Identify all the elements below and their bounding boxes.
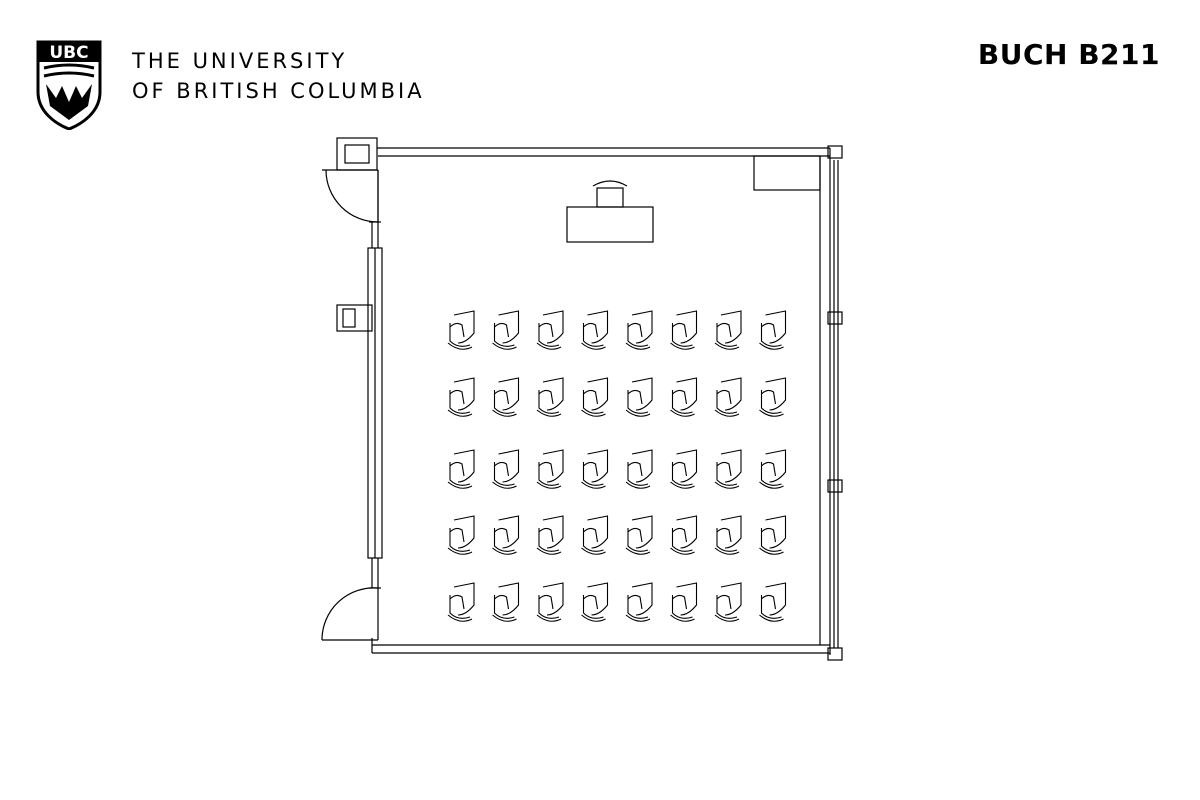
right-wall-post-4 [827, 647, 843, 661]
seat [492, 515, 520, 555]
seating [447, 310, 787, 622]
seat [536, 310, 564, 350]
seat [447, 582, 475, 622]
seat [759, 377, 787, 417]
seat [625, 310, 653, 350]
seat [759, 310, 787, 350]
room-code: BUCH B211 [977, 38, 1160, 71]
seat [492, 582, 520, 622]
right-wall-post-3 [827, 479, 843, 493]
seat [625, 449, 653, 489]
seat [759, 582, 787, 622]
seat [447, 377, 475, 417]
seat [670, 377, 698, 417]
seat [670, 449, 698, 489]
seat [625, 515, 653, 555]
university-name-line1: THE UNIVERSITY [132, 49, 348, 73]
seat [625, 582, 653, 622]
seat [447, 449, 475, 489]
column-mid-left-inner [342, 308, 356, 328]
door-bottom [321, 587, 379, 641]
seat [581, 377, 609, 417]
seat [759, 515, 787, 555]
seat [714, 582, 742, 622]
seat [714, 449, 742, 489]
lectern-chair [596, 187, 624, 208]
header: UBC THE UNIVERSITY OF BRITISH COLUMBIA B… [0, 0, 1200, 130]
seat [492, 449, 520, 489]
seat [581, 582, 609, 622]
seat [670, 310, 698, 350]
corner-cabinet [753, 155, 821, 191]
ubc-crest-logo: UBC [36, 40, 102, 130]
right-wall-post-2 [827, 311, 843, 325]
university-name: THE UNIVERSITY OF BRITISH COLUMBIA [132, 46, 425, 106]
lectern-desk [566, 206, 654, 243]
seat [536, 377, 564, 417]
seat [759, 449, 787, 489]
seat [670, 515, 698, 555]
column-mid-left [336, 304, 373, 332]
seat [492, 310, 520, 350]
seat [492, 377, 520, 417]
seat [581, 449, 609, 489]
seat [536, 582, 564, 622]
seat [670, 582, 698, 622]
column-top-left-inner [344, 144, 370, 164]
seat [714, 310, 742, 350]
seat [581, 515, 609, 555]
seat [581, 310, 609, 350]
column-top-left [336, 137, 378, 171]
seat [447, 310, 475, 350]
right-wall-post-1 [827, 145, 843, 159]
logo-text: UBC [49, 43, 88, 63]
seat [447, 515, 475, 555]
seat [536, 515, 564, 555]
university-name-line2: OF BRITISH COLUMBIA [132, 79, 425, 103]
lectern-chair-back [592, 180, 628, 187]
seat [625, 377, 653, 417]
seat [536, 449, 564, 489]
seat [714, 515, 742, 555]
door-top [322, 169, 379, 223]
seat [714, 377, 742, 417]
